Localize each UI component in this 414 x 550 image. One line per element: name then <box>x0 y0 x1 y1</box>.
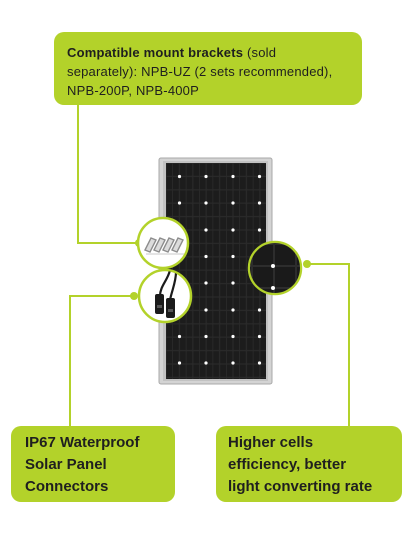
leader-dot-efficiency <box>303 260 311 268</box>
leader-line-efficiency <box>307 263 350 426</box>
leader-line-brackets <box>77 105 139 244</box>
callout-connectors-line: IP67 Waterproof <box>25 434 140 451</box>
callout-efficiency: Higher cells efficiency, better light co… <box>216 426 402 502</box>
callout-connectors: IP67 Waterproof Solar Panel Connectors <box>11 426 175 502</box>
leader-line-connectors <box>69 295 134 426</box>
callout-mount-brackets: Compatible mount brackets (sold separate… <box>54 32 362 105</box>
cell-closeup-icon <box>247 240 303 296</box>
leader-dot-connectors <box>130 292 138 300</box>
callout-connectors-line: Solar Panel <box>25 456 107 473</box>
callout-efficiency-line: Higher cells <box>228 434 314 451</box>
callout-efficiency-line: efficiency, better <box>228 456 347 473</box>
callout-mount-brackets-title: Compatible mount brackets <box>67 45 244 60</box>
callout-connectors-line: Connectors <box>25 478 109 495</box>
mount-brackets-icon <box>136 216 190 270</box>
connector-cable-icon <box>137 268 193 324</box>
callout-efficiency-line: light converting rate <box>228 478 373 495</box>
callout-leader-lines <box>69 105 350 426</box>
callout-mount-brackets-text: (sold separately): NPB-UZ (2 sets recomm… <box>67 45 333 98</box>
